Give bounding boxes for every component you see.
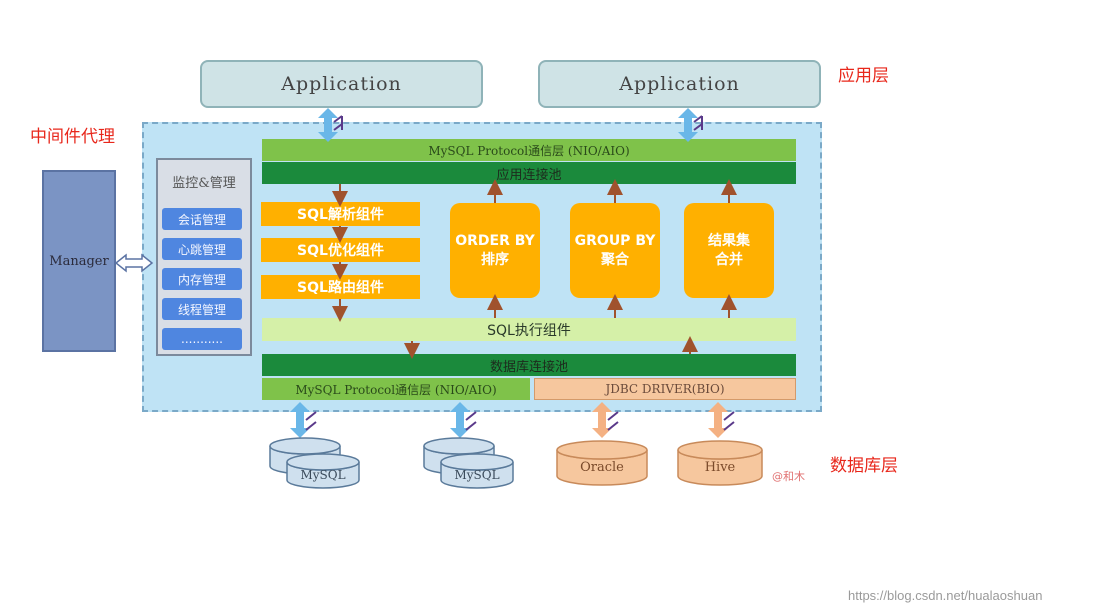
db-label: Oracle — [580, 460, 624, 475]
monitor-item-memory: 内存管理 — [162, 268, 242, 290]
monitor-item-thread: 线程管理 — [162, 298, 242, 320]
db-label: Hive — [704, 460, 736, 475]
sql-route-component: SQL路由组件 — [261, 275, 420, 299]
plug-icon — [305, 411, 735, 431]
monitor-title: 监控&管理 — [172, 176, 236, 191]
middleware-proxy-label: 中间件代理 — [30, 127, 115, 147]
protocol-bottom-bar: MySQL Protocol通信层 (NIO/AIO) — [262, 378, 530, 400]
app-connector-icon — [318, 108, 698, 142]
protocol-top-bar: MySQL Protocol通信层 (NIO/AIO) — [262, 139, 796, 161]
hive-db-icon — [677, 440, 763, 486]
oracle-db-icon — [556, 440, 648, 486]
app-layer-label: 应用层 — [838, 66, 889, 86]
jdbc-driver-bar: JDBC DRIVER(BIO) — [534, 378, 796, 400]
monitor-item-session: 会话管理 — [162, 208, 242, 230]
monitor-item-more: ........... — [162, 328, 242, 350]
group-by-box: GROUP BY 聚合 — [570, 203, 660, 298]
app-pool-bar: 应用连接池 — [262, 162, 796, 184]
manager-link-icon — [114, 253, 154, 273]
result-merge-line1: 结果集 — [708, 232, 750, 249]
order-by-line2: 排序 — [481, 251, 509, 268]
db-label: MySQL — [300, 468, 346, 482]
group-by-line1: GROUP BY — [574, 232, 656, 249]
application-box-1: Application — [200, 60, 483, 108]
db-layer-label: 数据库层 — [830, 456, 898, 476]
sql-optimize-component: SQL优化组件 — [261, 238, 420, 262]
application-box-2: Application — [538, 60, 821, 108]
watermark: https://blog.csdn.net/hualaoshuan — [848, 588, 1043, 603]
group-by-line2: 聚合 — [601, 251, 629, 268]
sql-exec-bar: SQL执行组件 — [262, 318, 796, 341]
result-merge-box: 结果集 合并 — [684, 203, 774, 298]
result-merge-line2: 合并 — [715, 251, 743, 268]
manager-box: Manager — [42, 170, 116, 352]
db-label: MySQL — [454, 468, 500, 482]
db-pool-bar: 数据库连接池 — [262, 354, 796, 376]
signature: @和木 — [772, 470, 805, 483]
mysql-db-icon — [286, 453, 514, 489]
order-by-line1: ORDER BY — [455, 232, 535, 249]
application-label: Application — [281, 73, 402, 95]
manager-label: Manager — [49, 253, 109, 269]
application-label: Application — [619, 73, 740, 95]
sql-parse-component: SQL解析组件 — [261, 202, 420, 226]
order-by-box: ORDER BY 排序 — [450, 203, 540, 298]
monitor-item-heartbeat: 心跳管理 — [162, 238, 242, 260]
plug-icon — [333, 115, 703, 131]
db-connector-icon — [290, 402, 728, 438]
